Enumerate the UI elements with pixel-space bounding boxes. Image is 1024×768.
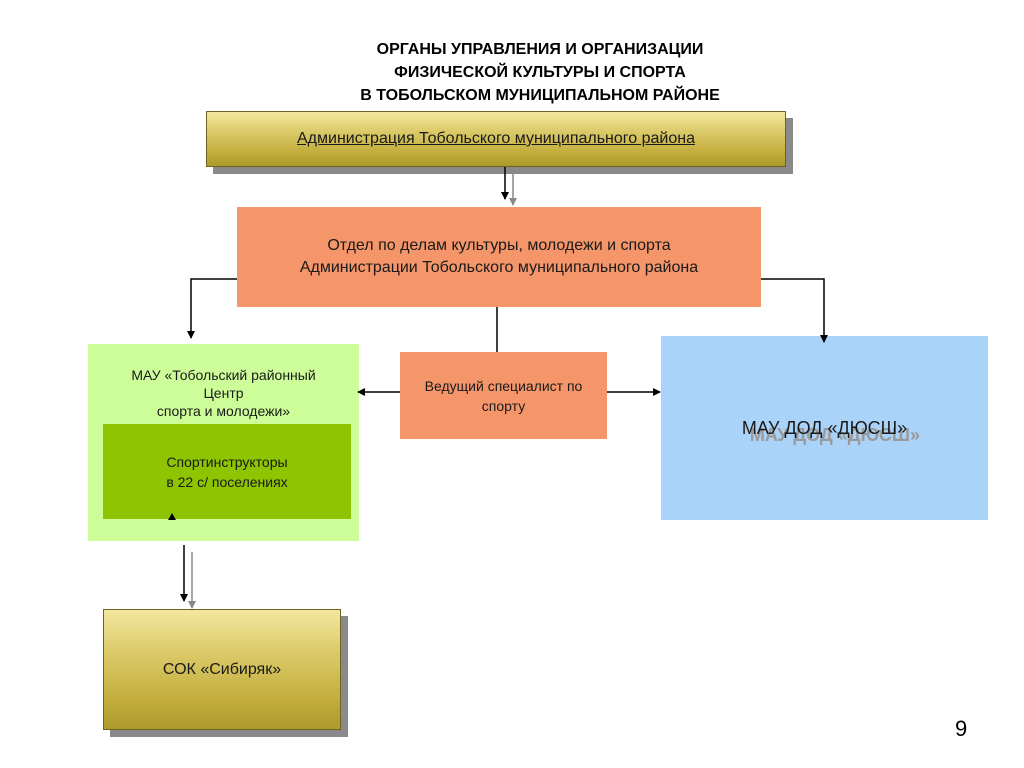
sok-sibiryak-node: СОК «Сибиряк» xyxy=(103,609,341,730)
title-line-1: ОРГАНЫ УПРАВЛЕНИЯ И ОРГАНИЗАЦИИ xyxy=(376,41,704,58)
mau-center-line-1: МАУ «Тобольский районный xyxy=(131,367,316,383)
admin-node: Администрация Тобольского муниципального… xyxy=(206,111,786,167)
connector-dept-mau-center xyxy=(187,278,237,339)
dush-label-shadow: МАУ ДОД «ДЮСШ» xyxy=(749,424,921,445)
culture-dept-node: Отдел по делам культуры, молодежи и спор… xyxy=(237,207,761,307)
mau-center-line-2: Центр xyxy=(203,385,244,401)
title-line-3: В ТОБОЛЬСКОМ МУНИЦИПАЛЬНОМ РАЙОНЕ xyxy=(360,87,720,104)
page-number: 9 xyxy=(955,716,968,741)
title-line-2: ФИЗИЧЕСКОЙ КУЛЬТУРЫ И СПОРТА xyxy=(394,64,686,81)
connector-dept-dush xyxy=(761,278,828,343)
dush-label: МАУ ДОД «ДЮСШ» xyxy=(741,417,908,438)
sport-instructors-node: Спортинструкторы в 22 с/ поселениях xyxy=(103,424,351,519)
mau-center-line-3: спорта и молодежи» xyxy=(156,403,291,419)
instructors-line-2: в 22 с/ поселениях xyxy=(166,473,288,490)
lead-line-1: Ведущий специалист по xyxy=(424,377,583,394)
lead-specialist-node: Ведущий специалист по спорту xyxy=(400,352,607,439)
instructors-line-1: Спортинструкторы xyxy=(166,453,288,470)
dept-line-1: Отдел по делам культуры, молодежи и спор… xyxy=(327,237,671,254)
dush-node: МАУ ДОД «ДЮСШ» МАУ ДОД «ДЮСШ» xyxy=(661,336,988,520)
dept-line-2: Администрации Тобольского муниципального… xyxy=(299,259,699,276)
sok-label: СОК «Сибиряк» xyxy=(162,660,282,678)
admin-node-label: Администрация Тобольского муниципального… xyxy=(297,130,695,147)
lead-line-2: спорту xyxy=(481,397,526,414)
slide-title: ОРГАНЫ УПРАВЛЕНИЯ И ОРГАНИЗАЦИИ ФИЗИЧЕСК… xyxy=(240,38,840,107)
instructors-arrow-marker xyxy=(168,513,176,520)
